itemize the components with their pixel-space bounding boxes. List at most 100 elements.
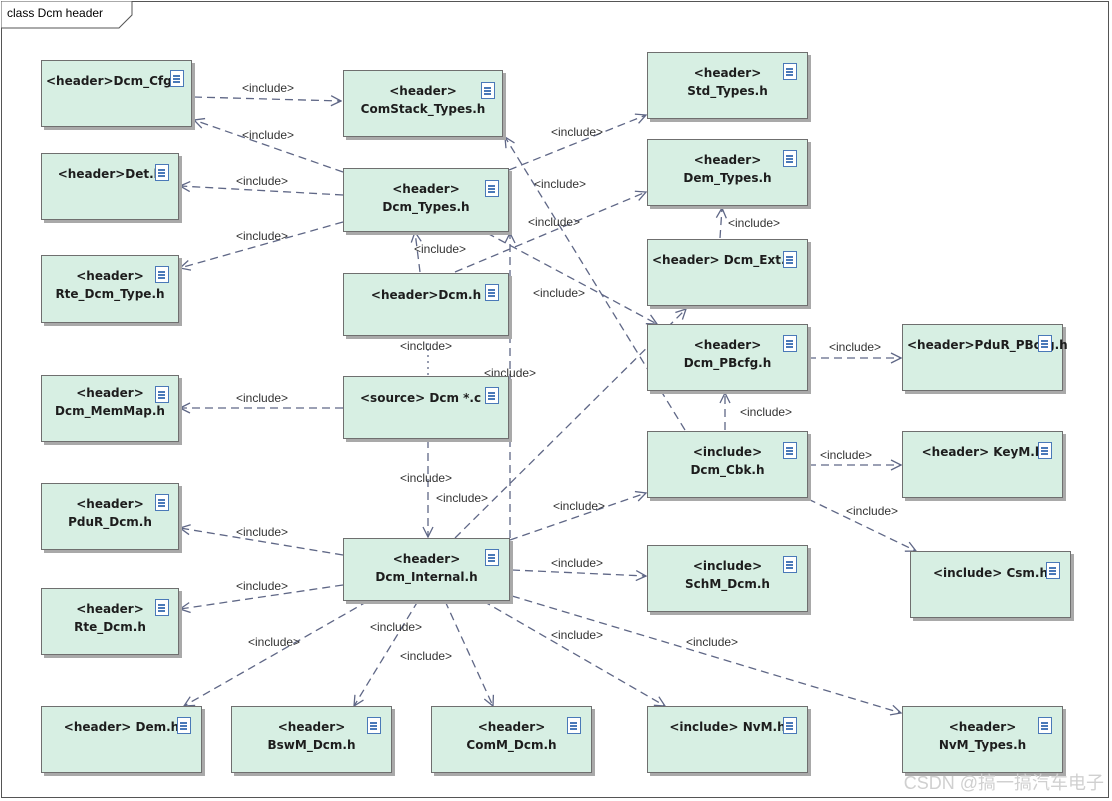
- document-icon: [783, 251, 797, 268]
- edge-cbk-csm: [807, 498, 916, 551]
- edge-label-dcmtypes-det: <include>: [236, 174, 289, 188]
- node-comm-dcm-h[interactable]: <header> ComM_Dcm.h: [431, 706, 592, 773]
- node-dcm-ext-h[interactable]: <header> Dcm_Ext.h: [647, 239, 808, 306]
- edge-dcmh-demtypes: [454, 192, 646, 273]
- node-det-h-label: <header>Det.h: [57, 167, 163, 181]
- frame-title-tab: [1, 1, 133, 29]
- node-dcm-memmap-h[interactable]: <header> Dcm_MemMap.h: [41, 375, 179, 442]
- document-icon: [177, 717, 191, 734]
- edge-dcmh-dcmtypes: [415, 232, 420, 273]
- edge-label-internal-comm: <include>: [400, 649, 453, 663]
- node-comm-dcm-h-label: ComM_Dcm.h: [466, 738, 557, 752]
- node-dcm-cfg-h-label: <header>Dcm_Cfg.h: [46, 74, 185, 88]
- node-dcm-pbcfg-h-label: Dcm_PBcfg.h: [683, 356, 772, 370]
- document-icon: [155, 494, 169, 511]
- node-nvm-types-h-label: NvM_Types.h: [938, 738, 1027, 752]
- edge-internal-comm: [444, 600, 493, 706]
- document-icon: [485, 284, 499, 301]
- document-icon: [567, 717, 581, 734]
- node-comstack-types-h-label: ComStack_Types.h: [360, 102, 486, 116]
- node-pdur-pbcfg-h[interactable]: <header>PduR_PBcfg.h: [902, 324, 1068, 391]
- node-pdur-pbcfg-h-label: <header>PduR_PBcfg.h: [907, 338, 1068, 352]
- node-keym-h[interactable]: <header> KeyM.h: [902, 431, 1063, 498]
- node-det-h[interactable]: <header>Det.h: [41, 153, 179, 220]
- edge-label-internal-cbk: <include>: [553, 499, 606, 513]
- node-std-types-h[interactable]: <header> Std_Types.h: [647, 52, 808, 119]
- edge-internal-bswm: [354, 600, 419, 706]
- document-icon: [783, 63, 797, 80]
- node-std-types-h-label: Std_Types.h: [687, 84, 768, 98]
- node-schm-dcm-h-stereotype: <include>: [692, 559, 763, 573]
- node-csm-h-label: <include> Csm.h: [933, 566, 1048, 580]
- edge-label-cbk-csm: <include>: [846, 504, 899, 518]
- node-rte-dcm-type-h-stereotype: <header>: [76, 269, 144, 283]
- node-nvm-h[interactable]: <include> NvM.h: [647, 706, 808, 773]
- node-dcm-h[interactable]: <header>Dcm.h: [343, 273, 509, 336]
- node-csm-h[interactable]: <include> Csm.h: [910, 551, 1071, 618]
- edge-label-internal-bswm: <include>: [370, 620, 423, 634]
- edge-label-cbk-pbcfg: <include>: [740, 405, 793, 419]
- node-comstack-types-h-stereotype: <header>: [389, 84, 457, 98]
- document-icon: [367, 717, 381, 734]
- document-icon: [481, 82, 495, 99]
- node-dcm-cbk-h[interactable]: <include> Dcm_Cbk.h: [647, 431, 808, 498]
- document-icon: [155, 266, 169, 283]
- node-nvm-h-label: <include> NvM.h: [669, 720, 786, 734]
- edge-dcmcfg-comstack: [193, 97, 341, 101]
- document-icon: [1038, 442, 1052, 459]
- edge-dcmext-demtypes: [720, 208, 722, 239]
- node-dem-h[interactable]: <header> Dem.h: [41, 706, 202, 773]
- edge-label-dcmcfg-comstack: <include>: [242, 81, 295, 95]
- node-dcm-memmap-h-label: Dcm_MemMap.h: [55, 404, 165, 418]
- node-rte-dcm-h[interactable]: <header> Rte_Dcm.h: [41, 588, 179, 655]
- node-dcm-cfg-h[interactable]: <header>Dcm_Cfg.h: [41, 60, 192, 127]
- node-bswm-dcm-h-stereotype: <header>: [277, 720, 346, 734]
- node-dcm-types-h[interactable]: <header> Dcm_Types.h: [343, 168, 509, 232]
- edge-internal-dcmext: [454, 309, 686, 539]
- edge-dcmtypes-pbcfg: [486, 232, 657, 324]
- document-icon: [783, 717, 797, 734]
- node-schm-dcm-h[interactable]: <include> SchM_Dcm.h: [647, 545, 808, 612]
- edge-label-dcmc-internal: <include>: [400, 471, 453, 485]
- node-keym-h-label: <header> KeyM.h: [921, 445, 1044, 459]
- edge-label-internal-nvmtypes: <include>: [686, 635, 739, 649]
- edge-label-dcmh-demtypes: <include>: [528, 215, 581, 229]
- node-dcm-internal-h-stereotype: <header>: [392, 552, 461, 566]
- node-dcm-internal-h[interactable]: <header> Dcm_Internal.h: [343, 538, 510, 601]
- node-dcm-types-h-label: Dcm_Types.h: [382, 200, 470, 214]
- edge-dcmtypes-dcmcfg: [194, 120, 344, 173]
- document-icon: [1038, 335, 1052, 352]
- edge-label-internal-nvm: <include>: [551, 628, 604, 642]
- node-rte-dcm-type-h[interactable]: <header> Rte_Dcm_Type.h: [41, 255, 179, 323]
- node-dcm-cbk-h-stereotype: <include>: [692, 445, 763, 459]
- document-icon: [783, 150, 797, 167]
- document-icon: [1038, 717, 1052, 734]
- edge-label-internal-schm: <include>: [551, 556, 604, 570]
- node-dcm-pbcfg-h[interactable]: <header> Dcm_PBcfg.h: [647, 324, 808, 391]
- node-pdur-dcm-h[interactable]: <header> PduR_Dcm.h: [41, 483, 179, 550]
- node-comm-dcm-h-stereotype: <header>: [477, 720, 546, 734]
- edge-label-cbk-keym: <include>: [820, 448, 873, 462]
- node-dem-types-h[interactable]: <header> Dem_Types.h: [647, 139, 808, 206]
- edge-label-dcmh-dcmtypes: <include>: [414, 242, 467, 256]
- node-comstack-types-h[interactable]: <header> ComStack_Types.h: [343, 70, 503, 137]
- edge-label-dcmtypes-dcmcfg: <include>: [242, 128, 295, 142]
- edge-label-dcmtypes-std: <include>: [551, 125, 604, 139]
- node-pdur-dcm-h-label: PduR_Dcm.h: [68, 515, 152, 529]
- edge-label-dcmc-dcmh: <include>: [400, 339, 453, 353]
- node-bswm-dcm-h[interactable]: <header> BswM_Dcm.h: [231, 706, 392, 773]
- node-dcm-h-label: <header>Dcm.h: [370, 288, 482, 302]
- edge-dcmtypes-det: [180, 186, 344, 196]
- node-dcm-source-c[interactable]: <source> Dcm *.c: [343, 376, 509, 439]
- node-dem-types-h-label: Dem_Types.h: [683, 171, 772, 185]
- node-dcm-pbcfg-h-stereotype: <header>: [693, 338, 762, 352]
- node-nvm-types-h-stereotype: <header>: [948, 720, 1017, 734]
- edge-internal-pdurdcm: [180, 528, 344, 556]
- node-nvm-types-h[interactable]: <header> NvM_Types.h: [902, 706, 1063, 773]
- document-icon: [485, 180, 499, 197]
- edge-label-internal-pdurdcm: <include>: [236, 525, 289, 539]
- edge-internal-nvm: [482, 600, 665, 706]
- node-dcm-source-c-label: <source> Dcm *.c: [360, 391, 482, 405]
